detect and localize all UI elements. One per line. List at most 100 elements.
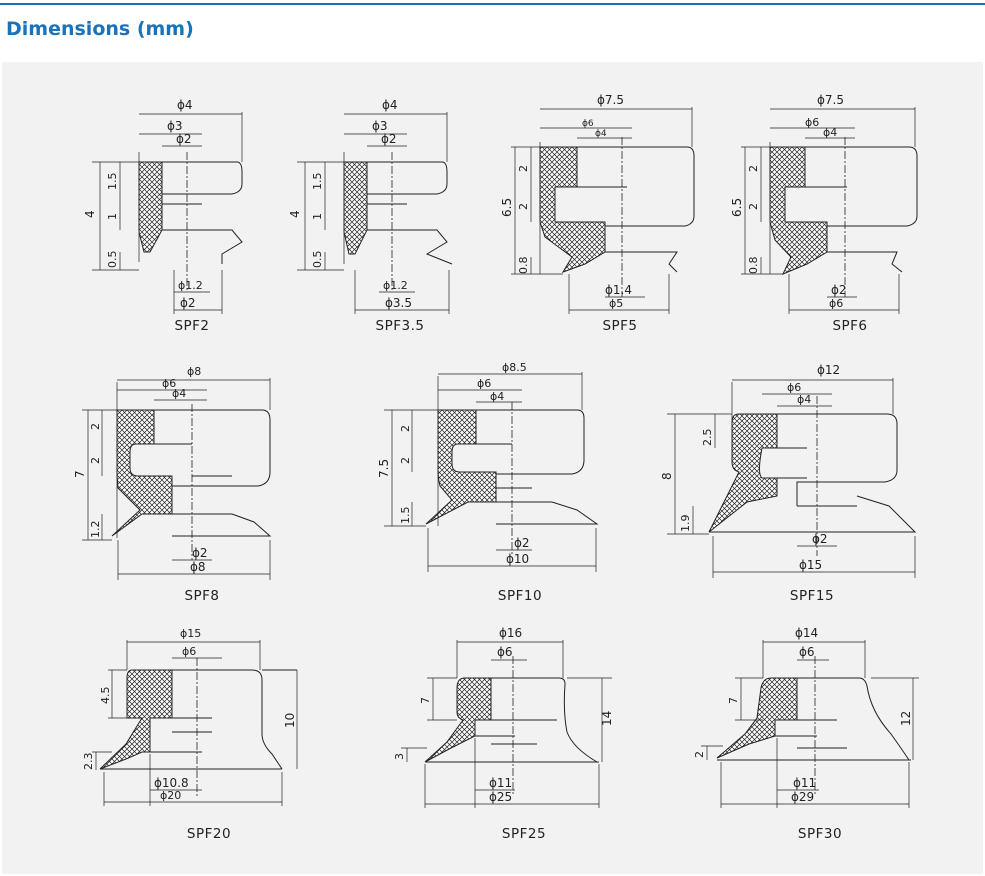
drawing-spf2: ϕ4 ϕ3 ϕ2 ϕ1.2 ϕ2 4 1.5 1 0.5 [82,92,262,322]
spf6-dim-d1: ϕ6 [805,116,819,129]
spf5-dim-b1: ϕ1.4 [605,283,632,297]
spf6-dim-v2: 2 [747,203,760,210]
spf5-svg: ϕ7.5 ϕ6 ϕ4 ϕ1.4 ϕ5 6.5 2 2 0.8 [500,93,695,314]
spf2-label: SPF2 [174,318,210,334]
spf3-5-dim-v2: 1 [311,213,324,220]
spf10-dim-b1: ϕ2 [514,536,530,550]
spf30-dim-b1: ϕ11 [793,776,816,790]
spf5-label: SPF5 [602,318,638,334]
spf20-dim-b2: ϕ20 [160,789,181,802]
spf10-label: SPF10 [497,588,543,604]
spf10-dim-d1: ϕ6 [477,377,491,390]
spf2-dim-d2: ϕ2 [176,132,192,146]
spf5-dim-top: ϕ7.5 [597,93,624,107]
spf10-dim-b2: ϕ10 [506,552,529,566]
spf15-dim-b2: ϕ15 [799,558,822,572]
spf5-dim-v2: 2 [517,203,530,210]
drawing-spf10: ϕ8.5 ϕ6 ϕ4 ϕ2 ϕ10 7.5 2 2 1.5 [372,360,602,580]
spf5-dim-d1: ϕ6 [582,119,594,129]
spf15-dim-top: ϕ12 [817,363,840,377]
drawing-spf20: ϕ15 ϕ6 ϕ10.8 ϕ20 10 4.5 2.3 [72,624,312,814]
spf25-dim-v1: 7 [419,697,432,704]
spf8-dim-v1: 2 [89,423,102,430]
spf8-dim-b2: ϕ8 [190,560,206,574]
spf30-dim-b2: ϕ29 [791,790,814,804]
spf5-dim-b2: ϕ5 [609,297,623,310]
spf15-label: SPF15 [789,588,835,604]
drawing-spf25: ϕ16 ϕ6 ϕ11 ϕ25 14 7 3 [387,622,627,812]
spf20-dim-top: ϕ15 [180,627,201,640]
spf2-dim-v1: 1.5 [106,173,119,191]
spf5-dim-v1: 2 [517,165,530,172]
spf3-5-dim-v1: 1.5 [311,173,324,191]
spf25-dim-top: ϕ16 [499,626,522,640]
spf5-dim-h: 6.5 [500,198,514,217]
spf25-label: SPF25 [501,826,547,842]
spf6-dim-d2: ϕ4 [823,126,837,139]
spf25-dim-h: 14 [600,711,614,726]
spf2-dim-b2: ϕ2 [180,296,196,310]
spf25-dim-b2: ϕ25 [489,790,512,804]
spf10-dim-v2: 2 [399,457,412,464]
spf2-dim-d1: ϕ3 [167,119,183,133]
spf2-dim-v3: 0.5 [106,251,119,269]
spf30-dim-v1: 7 [727,697,740,704]
spf2-dim-top: ϕ4 [177,98,193,112]
spf10-dim-v3: 1.5 [399,507,412,525]
spf15-dim-b1: ϕ2 [812,532,828,546]
drawing-spf8: ϕ8 ϕ6 ϕ4 ϕ2 ϕ8 7 2 2 1.2 [72,360,282,580]
spf15-dim-h: 8 [660,472,674,480]
spf25-dim-b1: ϕ11 [489,776,512,790]
drawing-spf5: ϕ7.5 ϕ6 ϕ4 ϕ1.4 ϕ5 6.5 2 2 0.8 [497,92,697,322]
spf6-dim-top: ϕ7.5 [817,93,844,107]
drawings-panel: ϕ4 ϕ3 ϕ2 ϕ1.2 ϕ2 4 1.5 1 0.5 SPF2 [2,62,983,874]
spf15-dim-v1: 2.5 [701,429,714,447]
spf3-5-dim-d2: ϕ2 [381,132,397,146]
drawing-spf15: ϕ12 ϕ6 ϕ4 ϕ2 ϕ15 8 2.5 1.9 [657,356,937,586]
spf3-5-dim-v3: 0.5 [311,251,324,269]
spf30-dim-h: 12 [899,711,913,726]
spf6-label: SPF6 [832,318,868,334]
spf8-dim-d1: ϕ6 [162,377,176,390]
spf6-dim-b2: ϕ6 [829,297,843,310]
spf8-dim-v2: 2 [89,457,102,464]
spf30-svg: ϕ14 ϕ6 ϕ11 ϕ29 12 7 2 [693,626,919,808]
spf3-5-svg: ϕ4 ϕ3 ϕ2 ϕ1.2 ϕ3.5 4 1.5 1 0.5 [288,98,453,314]
spf20-svg: ϕ15 ϕ6 ϕ10.8 ϕ20 10 4.5 2.3 [82,627,298,806]
spf20-dim-h: 10 [283,713,297,728]
spf8-dim-d2: ϕ4 [172,387,186,400]
spf2-dim-b1: ϕ1.2 [178,279,203,292]
spf25-dim-v3: 3 [393,753,406,760]
spf3-5-dim-top: ϕ4 [382,98,398,112]
spf15-dim-d2: ϕ4 [797,393,811,406]
spf3-5-label: SPF3.5 [375,318,425,334]
spf8-dim-v3: 1.2 [89,521,102,539]
spf20-dim-v3: 2.3 [82,753,95,771]
spf20-dim-d1: ϕ6 [182,645,196,658]
spf2-dim-h: 4 [83,210,97,218]
spf3-5-dim-h: 4 [288,210,302,218]
spf15-dim-v3: 1.9 [679,515,692,533]
spf3-5-dim-b2: ϕ3.5 [385,296,412,310]
spf3-5-dim-d1: ϕ3 [372,119,388,133]
spf25-svg: ϕ16 ϕ6 ϕ11 ϕ25 14 7 3 [393,626,614,808]
spf5-dim-v3: 0.8 [517,257,530,275]
spf2-svg: ϕ4 ϕ3 ϕ2 ϕ1.2 ϕ2 4 1.5 1 0.5 [83,98,243,314]
spf10-dim-h: 7.5 [377,459,391,478]
header-rule [0,3,985,5]
drawing-spf6: ϕ7.5 ϕ6 ϕ4 ϕ2 ϕ6 6.5 2 2 0.8 [727,92,927,322]
spf10-dim-top: ϕ8.5 [502,361,527,374]
spf30-dim-v3: 2 [693,751,706,758]
spf8-dim-top: ϕ8 [187,365,201,378]
spf15-dim-d1: ϕ6 [787,381,801,394]
spf6-dim-v3: 0.8 [747,257,760,275]
spf8-svg: ϕ8 ϕ6 ϕ4 ϕ2 ϕ8 7 2 2 1.2 [73,365,272,580]
spf8-dim-h: 7 [73,470,87,478]
spf2-dim-v2: 1 [106,213,119,220]
spf6-dim-v1: 2 [747,165,760,172]
drawing-spf3-5: ϕ4 ϕ3 ϕ2 ϕ1.2 ϕ3.5 4 1.5 1 0.5 [287,92,467,322]
spf6-dim-h: 6.5 [730,198,744,217]
spf3-5-dim-b1: ϕ1.2 [383,279,408,292]
drawing-spf30: ϕ14 ϕ6 ϕ11 ϕ29 12 7 2 [687,622,927,812]
spf20-dim-v1: 4.5 [99,687,112,705]
